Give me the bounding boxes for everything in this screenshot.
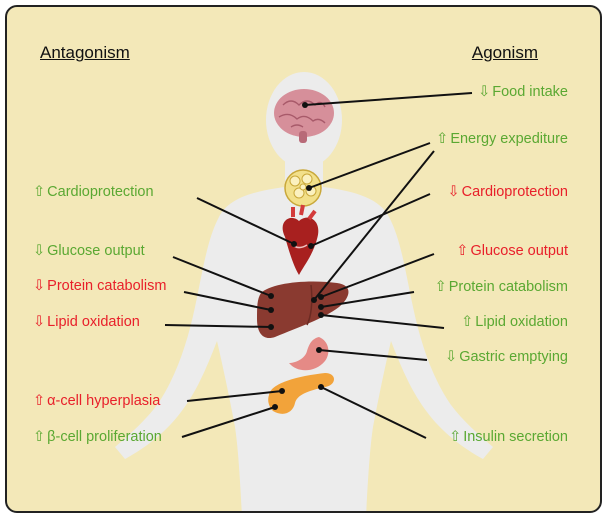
up-arrow-icon: ⇧	[436, 131, 449, 147]
left-label-alpha-cell: ⇧α-cell hyperplasia	[33, 392, 160, 410]
left-label-glucose-output: ⇩Glucose output	[33, 242, 145, 260]
connector-lines-left	[164, 197, 295, 438]
up-arrow-icon: ⇧	[461, 314, 474, 330]
right-label-text: Lipid oxidation	[475, 314, 568, 330]
body-diagram	[115, 72, 493, 511]
right-label-text: Energy expediture	[450, 131, 568, 147]
right-label-protein-catabolism: ⇧Protein catabolism	[435, 278, 568, 296]
left-label-text: Protein catabolism	[47, 278, 167, 294]
right-label-text: Cardioprotection	[461, 184, 568, 200]
antagonism-header: Antagonism	[40, 43, 130, 62]
down-arrow-icon: ⇩	[445, 349, 458, 365]
down-arrow-icon: ⇩	[478, 84, 491, 100]
brain-icon	[274, 89, 334, 143]
right-label-text: Gastric emptying	[459, 349, 568, 365]
right-label-text: Glucose output	[470, 243, 568, 259]
left-label-lipid-oxidation: ⇩Lipid oxidation	[33, 313, 140, 331]
right-label-text: Protein catabolism	[448, 279, 568, 295]
left-label-text: Cardioprotection	[47, 184, 154, 200]
right-label-glucose-output: ⇧Glucose output	[456, 242, 568, 260]
agonism-header: Agonism	[471, 43, 538, 62]
left-label-text: α-cell hyperplasia	[47, 393, 161, 409]
left-label-text: β-cell proliferation	[47, 429, 162, 445]
connector-lines-right	[304, 92, 473, 439]
left-label-beta-cell: ⇧β-cell proliferation	[33, 428, 162, 446]
stomach-icon	[289, 337, 329, 371]
right-label-gastric-emptying: ⇩Gastric emptying	[445, 348, 568, 366]
right-label-energy-expediture: ⇧Energy expediture	[436, 130, 568, 148]
down-arrow-icon: ⇩	[447, 184, 460, 200]
up-arrow-icon: ⇧	[33, 429, 46, 445]
right-label-text: Food intake	[492, 84, 568, 100]
adipose-tissue-icon	[284, 169, 322, 207]
down-arrow-icon: ⇩	[33, 278, 46, 294]
diagram-panel: Antagonism Agonism ⇧Cardioprotection ⇩Gl…	[5, 5, 602, 513]
down-arrow-icon: ⇩	[33, 314, 46, 330]
up-arrow-icon: ⇧	[449, 429, 462, 445]
right-label-insulin-secretion: ⇧Insulin secretion	[449, 428, 568, 446]
up-arrow-icon: ⇧	[456, 243, 469, 259]
heart-icon	[282, 204, 319, 275]
right-label-lipid-oxidation: ⇧Lipid oxidation	[461, 313, 568, 331]
up-arrow-icon: ⇧	[434, 279, 447, 295]
up-arrow-icon: ⇧	[33, 184, 46, 200]
connection-dots	[268, 102, 324, 410]
pancreas-icon	[268, 373, 334, 414]
up-arrow-icon: ⇧	[33, 393, 46, 409]
right-label-food-intake: ⇩Food intake	[478, 83, 568, 101]
down-arrow-icon: ⇩	[33, 243, 46, 259]
right-label-cardioprotection: ⇩Cardioprotection	[447, 183, 568, 201]
right-label-text: Insulin secretion	[463, 429, 568, 445]
left-label-protein-catabolism: ⇩Protein catabolism	[33, 277, 166, 295]
left-label-cardioprotection: ⇧Cardioprotection	[33, 183, 154, 201]
left-label-text: Glucose output	[47, 243, 145, 259]
left-label-text: Lipid oxidation	[47, 314, 140, 330]
